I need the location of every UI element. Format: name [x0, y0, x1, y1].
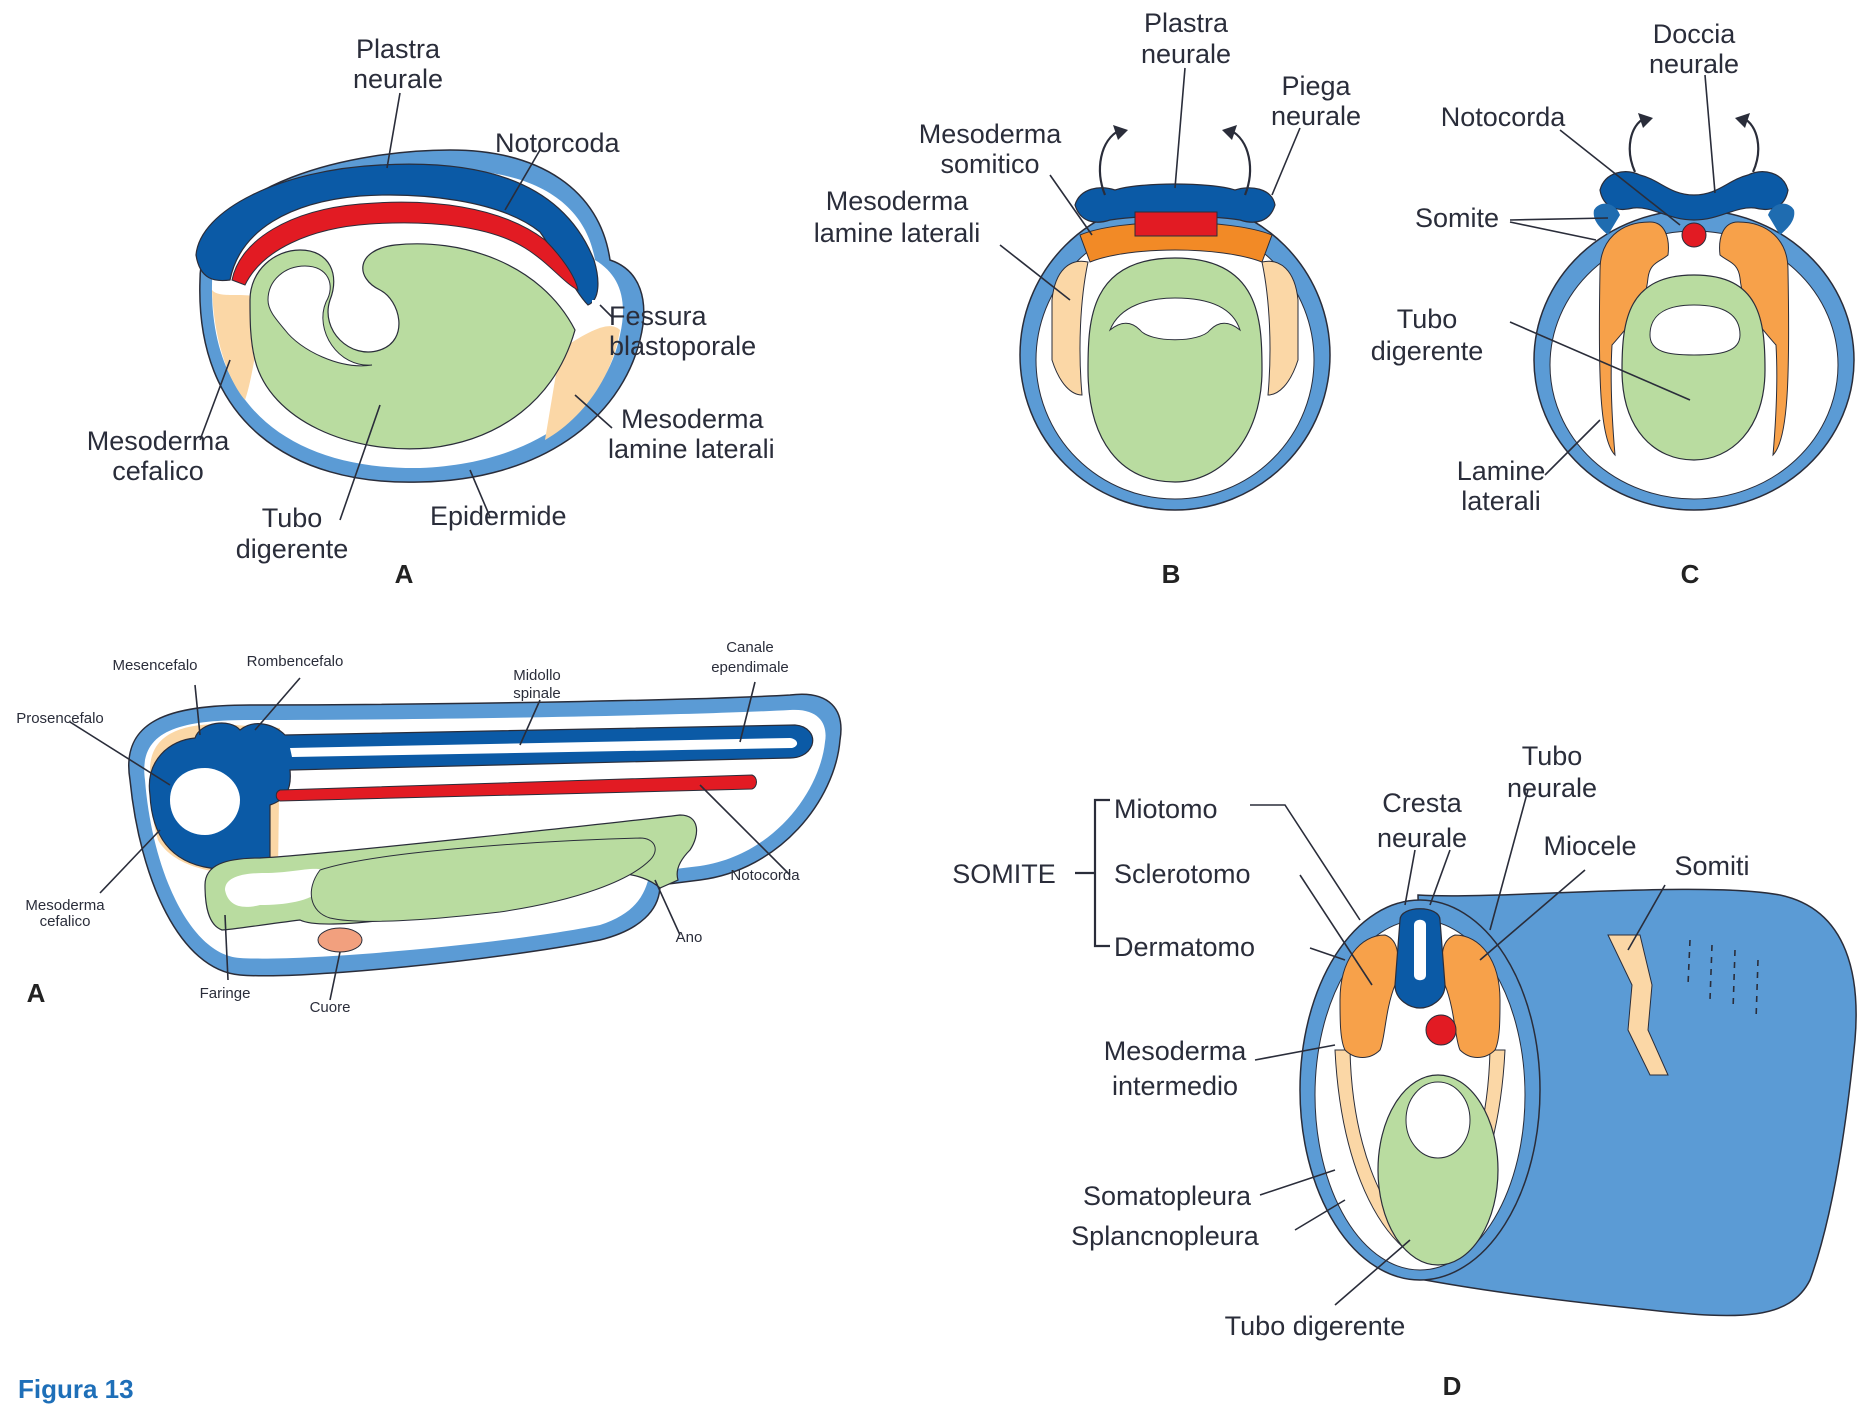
label-mesoderma-cefalico-2: cefalico	[40, 913, 91, 930]
label-mesoderma-intermedio-1: Mesoderma	[1104, 1036, 1248, 1066]
panel-b-diagram: Plastra neurale Piega neurale Mesoderma …	[814, 8, 1361, 589]
label-piega-1: Piega	[1281, 71, 1351, 101]
panel-a-top-diagram: Plastra neurale Notorcoda Fessura blasto…	[87, 34, 775, 589]
label-prosencefalo: Prosencefalo	[16, 710, 104, 727]
label-dermatomo: Dermatomo	[1114, 932, 1255, 962]
label-plastra-neurale-1: Plastra	[356, 34, 441, 64]
label-doccia-1: Doccia	[1653, 19, 1737, 49]
label-midollo-1: Midollo	[513, 667, 561, 684]
label-canale-2: ependimale	[711, 659, 789, 676]
label-canale-1: Canale	[726, 639, 774, 656]
notochord	[1682, 223, 1706, 247]
label-somite: Somite	[1415, 203, 1499, 233]
label-mesoderma-intermedio-2: intermedio	[1112, 1071, 1238, 1101]
label-notocorda: Notocorda	[730, 867, 800, 884]
label-cuore: Cuore	[310, 999, 351, 1016]
panel-letter: A	[395, 559, 414, 589]
label-mesencefalo: Mesencefalo	[112, 657, 197, 674]
neural-groove	[1600, 172, 1788, 220]
label-rombencefalo: Rombencefalo	[247, 653, 344, 670]
gut-tube	[1622, 275, 1765, 460]
panel-letter: C	[1681, 559, 1700, 589]
label-midollo-2: spinale	[513, 685, 561, 702]
label-mesoderma-cefalico-1: Mesoderma	[87, 426, 231, 456]
label-lamine-1: Lamine	[1457, 456, 1546, 486]
notochord	[1135, 212, 1217, 236]
label-cresta-2: neurale	[1377, 823, 1467, 853]
label-faringe: Faringe	[200, 985, 251, 1002]
label-tubo-neurale-2: neurale	[1507, 773, 1597, 803]
label-mesoderma-lamine-1: Mesoderma	[621, 404, 765, 434]
label-plastra-neurale-2: neurale	[353, 64, 443, 94]
label-tubo-2: digerente	[236, 534, 349, 564]
notochord	[1426, 1015, 1456, 1045]
label-tubo-neurale-1: Tubo	[1522, 741, 1583, 771]
label-notorcoda: Notorcoda	[495, 128, 621, 158]
label-epidermide: Epidermide	[430, 501, 567, 531]
label-mesoderma-lamine-2: lamine laterali	[814, 218, 981, 248]
label-notocorda: Notocorda	[1441, 102, 1567, 132]
label-sclerotomo: Sclerotomo	[1114, 859, 1251, 889]
label-piega-2: neurale	[1271, 101, 1361, 131]
label-mesoderma-lamine-2: lamine laterali	[608, 434, 775, 464]
label-plastra-neurale-1: Plastra	[1144, 8, 1229, 38]
label-mesoderma-cefalico-2: cefalico	[112, 456, 204, 486]
gut-tube	[1088, 258, 1262, 482]
label-mesoderma-somitico-2: somitico	[940, 149, 1039, 179]
label-mesoderma-lamine-1: Mesoderma	[826, 186, 970, 216]
label-ano: Ano	[676, 929, 703, 946]
panel-c-diagram: Doccia neurale Notocorda Somite Tubo dig…	[1371, 19, 1854, 589]
label-fessura-2: blastoporale	[609, 331, 756, 361]
label-doccia-2: neurale	[1649, 49, 1739, 79]
label-tubo-1: Tubo	[262, 503, 323, 533]
label-splancnopleura: Splancnopleura	[1071, 1221, 1260, 1251]
label-lamine-2: laterali	[1461, 486, 1541, 516]
label-mesoderma-cefalico-1: Mesoderma	[25, 897, 105, 914]
label-cresta-1: Cresta	[1382, 788, 1463, 818]
label-somite-bracket: SOMITE	[952, 859, 1056, 889]
label-tubo-digerente: Tubo digerente	[1225, 1311, 1406, 1341]
panel-letter: A	[27, 978, 46, 1008]
heart	[318, 928, 362, 952]
label-plastra-neurale-2: neurale	[1141, 39, 1231, 69]
panel-d-diagram: SOMITE Miotomo Sclerotomo Dermatomo Cres…	[952, 741, 1856, 1401]
figure-caption: Figura 13	[18, 1374, 134, 1404]
panel-a-sagittal-diagram: Mesencefalo Rombencefalo Prosencefalo Mi…	[16, 639, 841, 1016]
label-fessura-1: Fessura	[609, 301, 708, 331]
label-mesoderma-somitico-1: Mesoderma	[919, 119, 1063, 149]
label-tubo-2: digerente	[1371, 336, 1484, 366]
label-tubo-1: Tubo	[1397, 304, 1458, 334]
panel-letter: B	[1162, 559, 1181, 589]
label-miotomo: Miotomo	[1114, 794, 1218, 824]
label-somiti: Somiti	[1674, 851, 1749, 881]
panel-letter: D	[1443, 1371, 1462, 1401]
label-somatopleura: Somatopleura	[1083, 1181, 1252, 1211]
label-miocele: Miocele	[1543, 831, 1636, 861]
